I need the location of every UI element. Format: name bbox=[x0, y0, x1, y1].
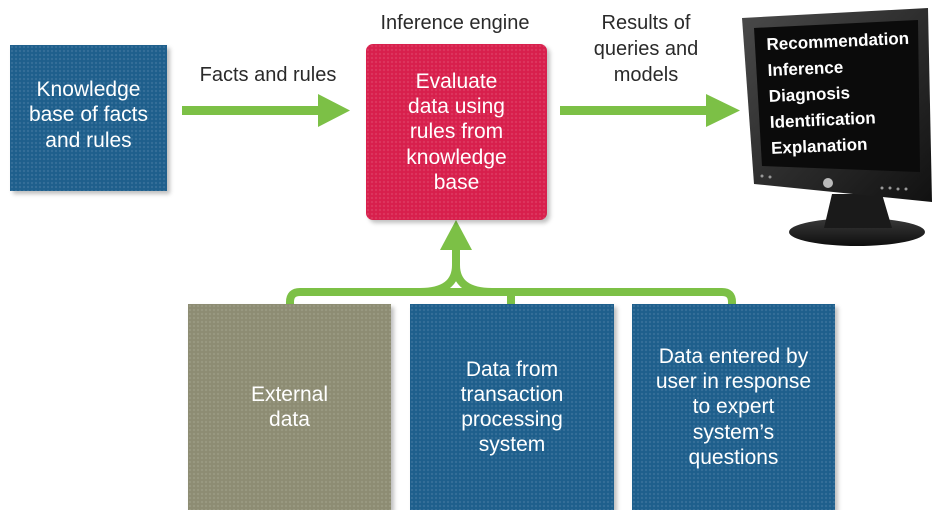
external-data-text: External data bbox=[250, 382, 329, 431]
external-data-box: External data bbox=[188, 304, 391, 510]
arrow-facts-and-rules bbox=[182, 94, 350, 127]
tps-data-text: Data from transaction processing system bbox=[460, 357, 564, 457]
inference-engine-label: Inference engine bbox=[380, 12, 530, 34]
screen-output-list: Recommendation Inference Diagnosis Ident… bbox=[766, 26, 914, 162]
results-label: Results of queries and models bbox=[593, 12, 699, 86]
arrow-inputs-to-engine bbox=[286, 220, 736, 304]
monitor-icon bbox=[742, 8, 932, 246]
user-data-text: Data entered by user in response to expe… bbox=[655, 345, 812, 469]
knowledge-base-box: Knowledge base of facts and rules bbox=[10, 45, 167, 191]
user-data-box: Data entered by user in response to expe… bbox=[632, 304, 835, 510]
inference-engine-text: Evaluate data using rules from knowledge… bbox=[406, 70, 507, 194]
facts-and-rules-label: Facts and rules bbox=[199, 64, 337, 86]
arrow-results bbox=[560, 94, 740, 127]
knowledge-base-text: Knowledge base of facts and rules bbox=[28, 78, 149, 152]
tps-data-box: Data from transaction processing system bbox=[410, 304, 614, 510]
inference-engine-box: Evaluate data using rules from knowledge… bbox=[366, 44, 547, 220]
